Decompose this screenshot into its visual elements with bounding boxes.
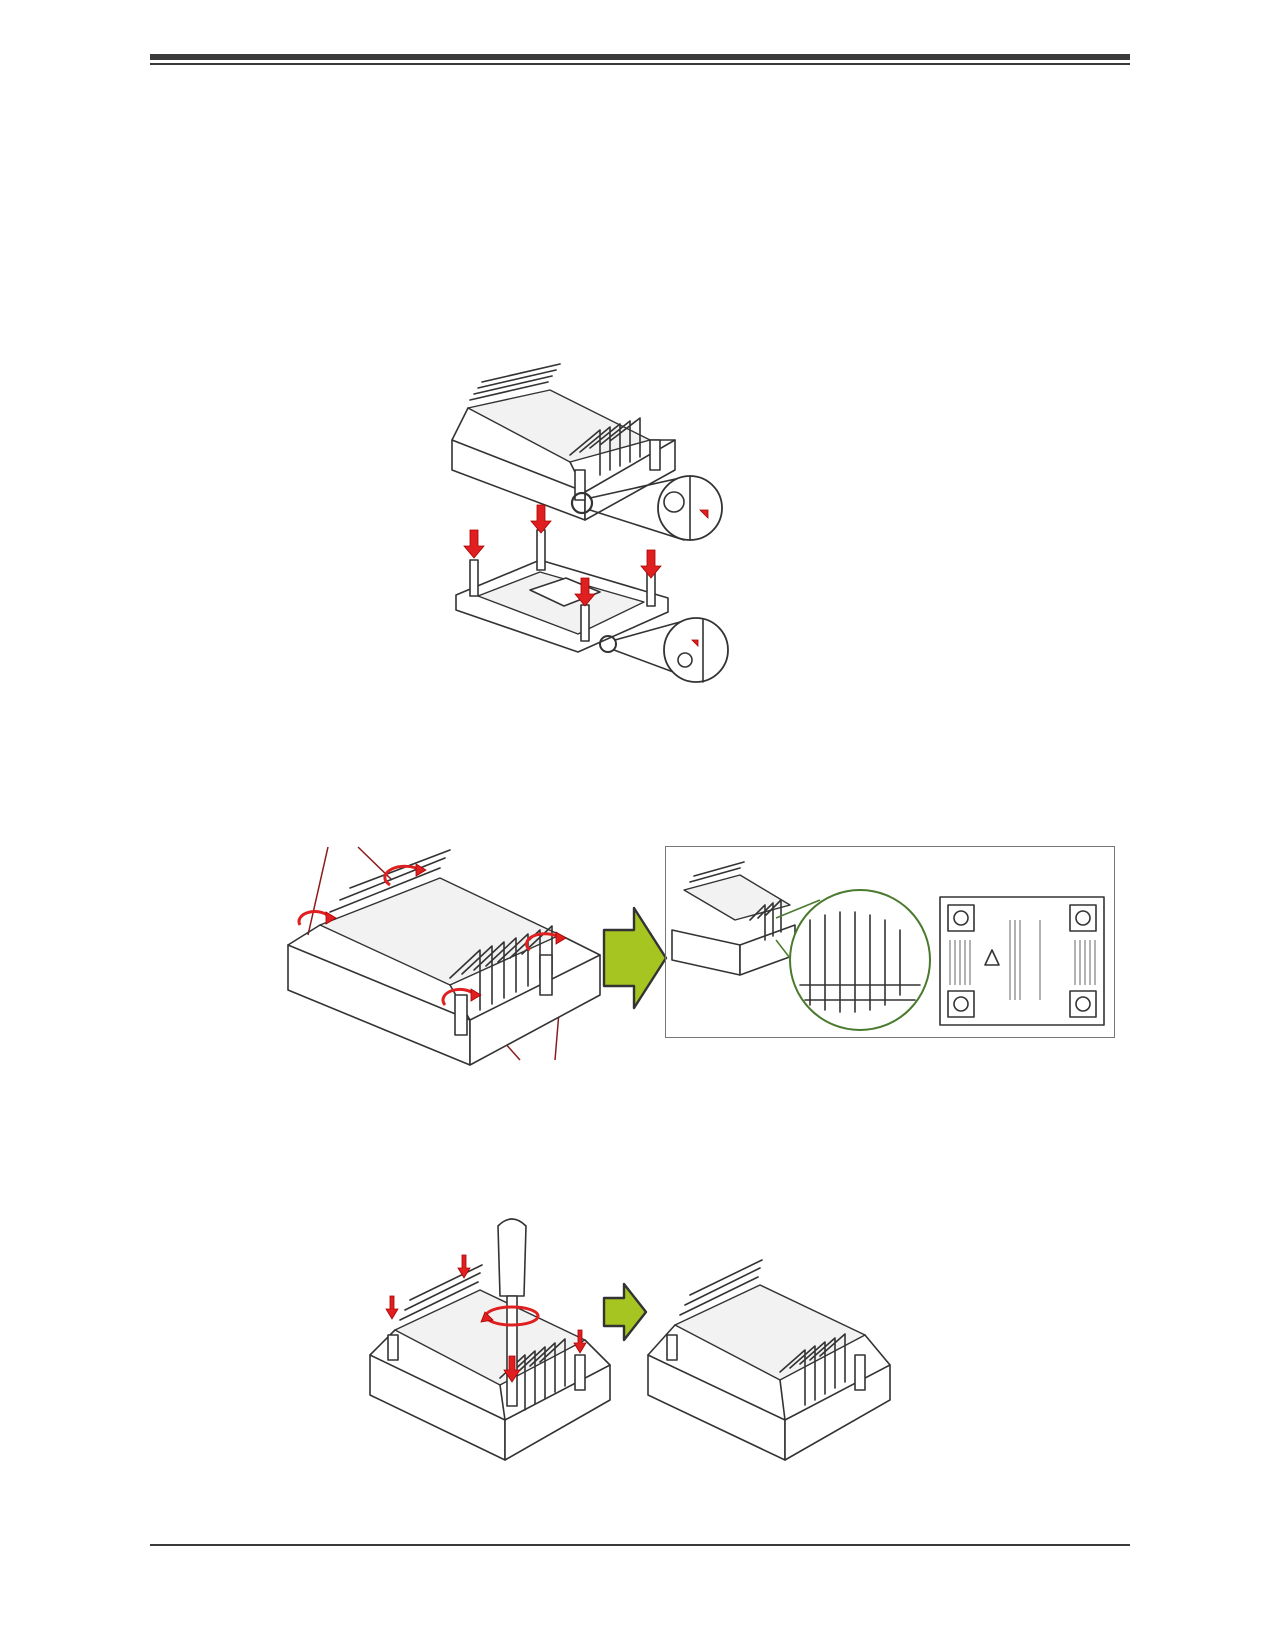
footer-rule — [150, 1544, 1130, 1546]
green-right-arrow-icon — [602, 1282, 648, 1342]
heatsink-icon — [287, 849, 601, 1066]
detail-inset-box — [665, 846, 1115, 1038]
down-arrow-icon — [463, 504, 662, 607]
heatsink-icon — [369, 1264, 611, 1461]
rotate-arrow-icon — [480, 1305, 540, 1327]
header-rule-thick — [150, 54, 1130, 60]
triangle-mark-icon — [599, 617, 729, 683]
green-right-arrow-icon — [602, 906, 668, 1010]
down-arrow-icon — [385, 1254, 587, 1383]
triangle-mark-icon — [570, 475, 723, 541]
heatsink-icon — [671, 861, 796, 976]
mounting-plate-icon — [455, 529, 669, 653]
heatsink-icon — [451, 363, 676, 521]
rotate-arrow-icon — [297, 863, 567, 1006]
heatsink-icon — [647, 1259, 891, 1461]
screwdriver-icon — [497, 1218, 527, 1407]
heatsink-bottom-label-icon — [939, 896, 1105, 1026]
header-rule-thin — [150, 63, 1130, 65]
